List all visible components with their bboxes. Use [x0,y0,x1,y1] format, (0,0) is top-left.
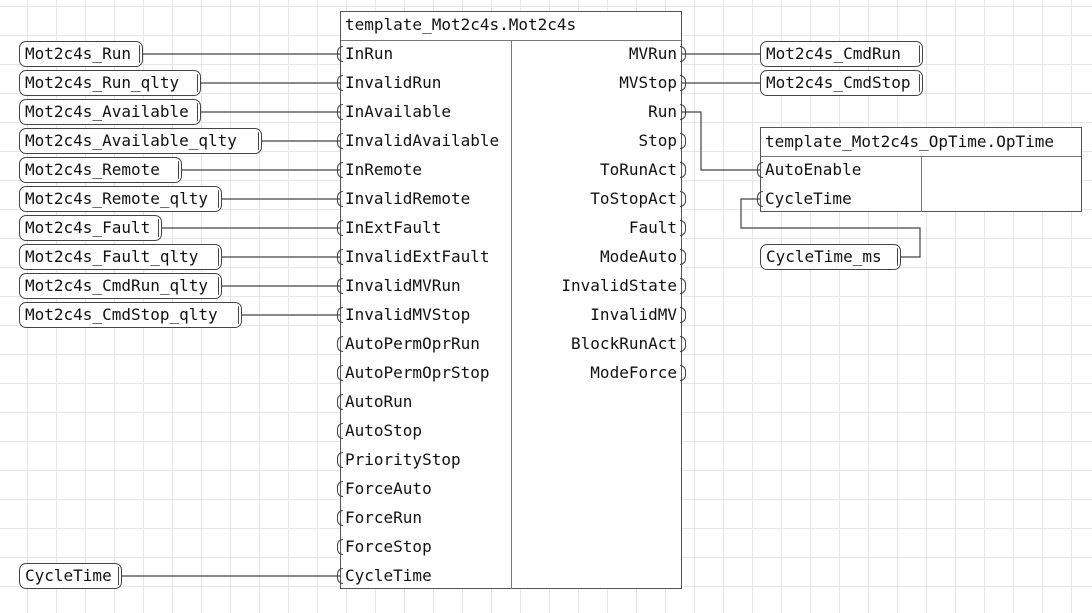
wire-run-autoenable [682,111,760,171]
input-pin-notch[interactable] [337,133,343,149]
input-pin-notch[interactable] [337,568,343,584]
block-title: template_Mot2c4s.Mot2c4s [345,15,577,34]
output-pin-invalid-state[interactable]: InvalidState [561,276,677,295]
input-pin-invalid-run[interactable]: InvalidRun [345,73,442,92]
optime-header-divider [761,156,1081,157]
input-pin-force-auto[interactable]: ForceAuto [345,479,432,498]
input-pin-in-available[interactable]: InAvailable [345,102,451,121]
var-mot2c4s-cmdstop[interactable]: Mot2c4s_CmdStop [760,70,923,96]
output-pin-invalid-mv[interactable]: InvalidMV [590,305,677,324]
output-pin-stop[interactable]: Stop [638,131,677,150]
optime-input-pin-auto-enable[interactable]: AutoEnable [765,160,862,179]
input-pin-notch[interactable] [337,46,343,62]
input-pin-invalid-mvstop[interactable]: InvalidMVStop [345,305,471,324]
input-pin-force-run[interactable]: ForceRun [345,508,423,527]
input-pin-in-ext-fault[interactable]: InExtFault [345,218,442,237]
input-pin-notch[interactable] [337,249,343,265]
output-pin-mvrun[interactable]: MVRun [628,44,677,63]
var-cycletime[interactable]: CycleTime [19,563,122,589]
var-mot2c4s-cmdrun[interactable]: Mot2c4s_CmdRun [760,41,923,67]
var-mot2c4s-run-qlty[interactable]: Mot2c4s_Run_qlty [19,70,201,96]
input-pin-cycle-time[interactable]: CycleTime [345,566,432,585]
input-pin-notch[interactable] [337,191,343,207]
optime-input-pin-cycle-time[interactable]: CycleTime [765,189,852,208]
var-mot2c4s-run[interactable]: Mot2c4s_Run [19,41,143,67]
input-pin-invalid-mvrun[interactable]: InvalidMVRun [345,276,461,295]
var-cycletime-ms[interactable]: CycleTime_ms [760,244,901,270]
optime-column-divider [921,157,922,212]
input-pin-auto-perm-opr-stop[interactable]: AutoPermOprStop [345,363,490,382]
wire-cycletime-ms [740,198,921,258]
input-pin-notch[interactable] [337,220,343,236]
input-pin-force-stop[interactable]: ForceStop [345,537,432,556]
output-pin-to-run-act[interactable]: ToRunAct [599,160,677,179]
output-pin-mode-auto[interactable]: ModeAuto [599,247,677,266]
input-pin-notch[interactable] [337,423,343,439]
var-mot2c4s-remote[interactable]: Mot2c4s_Remote [19,157,182,183]
var-mot2c4s-available[interactable]: Mot2c4s_Available [19,99,201,125]
input-pin-invalid-remote[interactable]: InvalidRemote [345,189,471,208]
input-pin-notch[interactable] [337,510,343,526]
input-pin-notch[interactable] [337,104,343,120]
output-pin-to-stop-act[interactable]: ToStopAct [590,189,677,208]
input-pin-notch[interactable] [337,481,343,497]
input-pin-notch[interactable] [337,162,343,178]
block-header-divider [341,40,681,41]
var-mot2c4s-cmdstop-qlty[interactable]: Mot2c4s_CmdStop_qlty [19,302,242,328]
input-pin-notch[interactable] [337,336,343,352]
var-mot2c4s-available-qlty[interactable]: Mot2c4s_Available_qlty [19,128,262,154]
var-mot2c4s-fault-qlty[interactable]: Mot2c4s_Fault_qlty [19,244,222,270]
input-pin-notch[interactable] [337,307,343,323]
var-mot2c4s-fault[interactable]: Mot2c4s_Fault [19,215,162,241]
function-block-mot2c4s[interactable]: template_Mot2c4s.Mot2c4s [340,11,682,589]
input-pin-notch[interactable] [337,278,343,294]
input-pin-invalid-available[interactable]: InvalidAvailable [345,131,500,150]
optime-input-pin-notch[interactable] [757,191,763,207]
input-pin-auto-stop[interactable]: AutoStop [345,421,423,440]
var-mot2c4s-cmdrun-qlty[interactable]: Mot2c4s_CmdRun_qlty [19,273,222,299]
output-pin-run[interactable]: Run [648,102,677,121]
input-pin-auto-run[interactable]: AutoRun [345,392,413,411]
output-pin-fault[interactable]: Fault [628,218,677,237]
input-pin-auto-perm-opr-run[interactable]: AutoPermOprRun [345,334,480,353]
function-block-optime[interactable]: template_Mot2c4s_OpTime.OpTime [760,127,1082,212]
input-pin-priority-stop[interactable]: PriorityStop [345,450,461,469]
input-pin-notch[interactable] [337,394,343,410]
optime-block-title: template_Mot2c4s_OpTime.OpTime [765,132,1054,151]
input-pin-notch[interactable] [337,365,343,381]
input-pin-in-remote[interactable]: InRemote [345,160,423,179]
input-pin-notch[interactable] [337,452,343,468]
input-pin-invalid-ext-fault[interactable]: InvalidExtFault [345,247,490,266]
output-pin-mvstop[interactable]: MVStop [619,73,677,92]
output-pin-block-run-act[interactable]: BlockRunAct [571,334,677,353]
block-column-divider [511,41,512,589]
output-pin-mode-force[interactable]: ModeForce [590,363,677,382]
input-pin-in-run[interactable]: InRun [345,44,394,63]
var-mot2c4s-remote-qlty[interactable]: Mot2c4s_Remote_qlty [19,186,222,212]
input-pin-notch[interactable] [337,539,343,555]
optime-input-pin-notch[interactable] [757,162,763,178]
input-pin-notch[interactable] [337,75,343,91]
